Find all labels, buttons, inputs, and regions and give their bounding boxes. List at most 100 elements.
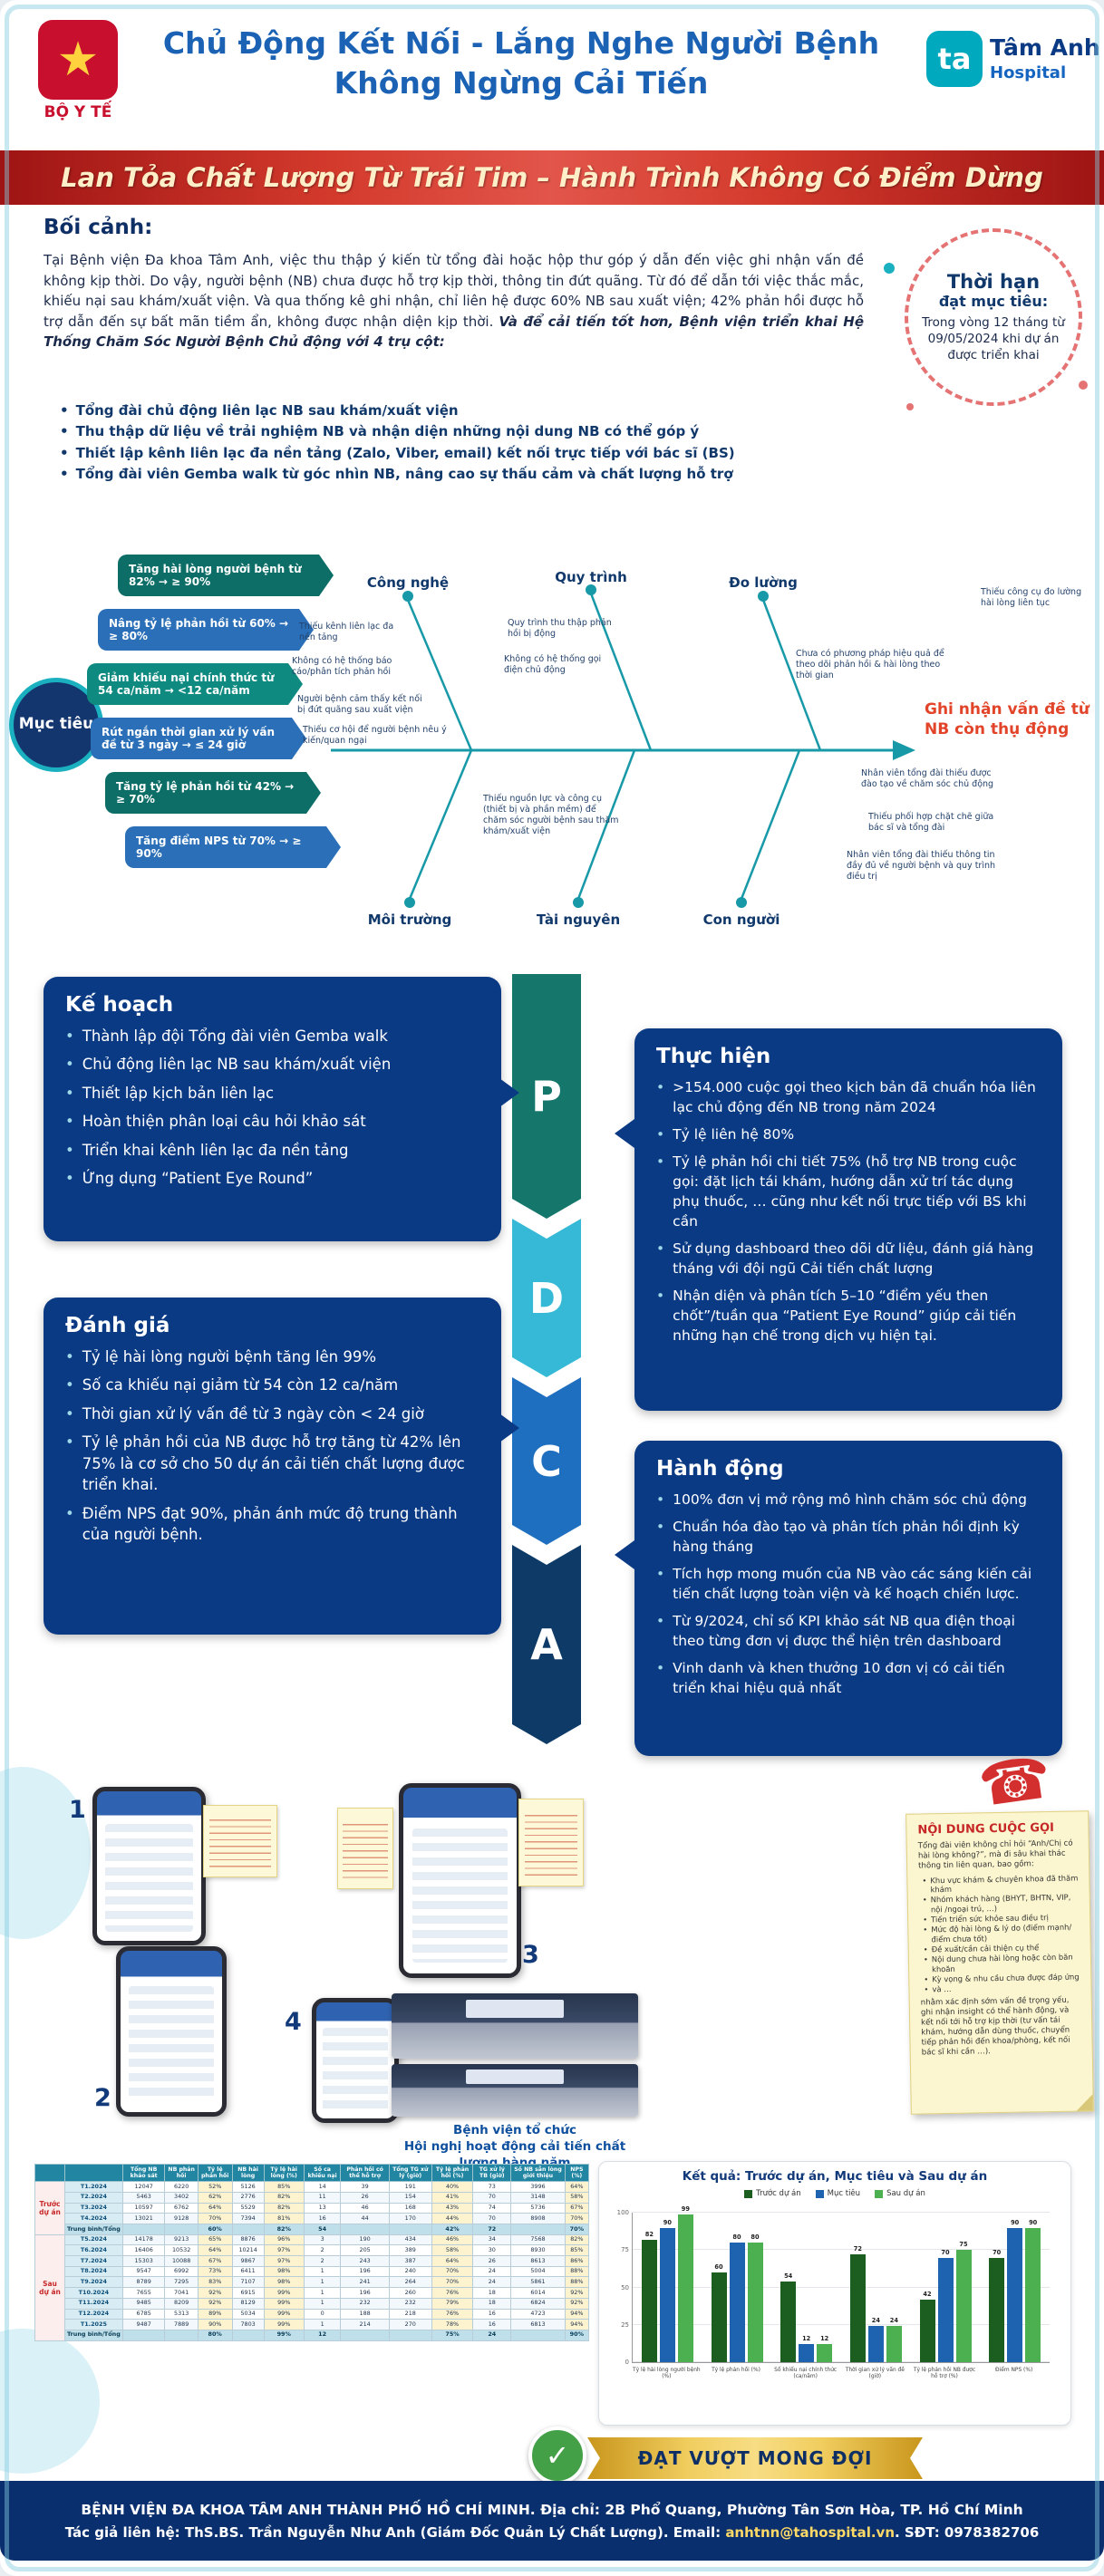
table-cell: 5313 [164,2308,199,2320]
fishbone-cause: Thiếu nguồn lực và công cụ (thiết bị và … [483,794,619,836]
bullet-icon: • [656,1153,665,1170]
table-month-cell: T2.2024 [64,2191,123,2204]
table-header-cell [64,2163,123,2183]
phone-screenshot-2 [116,1946,227,2117]
table-cell: 241 [340,2276,390,2289]
table-cell: 73 [472,2181,512,2193]
table-cell: 4723 [510,2308,566,2320]
table-cell: 9128 [164,2213,199,2224]
table-cell: 67% [564,2202,590,2214]
chart-bar-value: 72 [853,2245,862,2253]
table-cell: 94% [564,2319,590,2330]
list-item-text: Nhóm khách hàng (BHYT, BHTN, VIP, nội /n… [930,1892,1071,1915]
list-item-text: Triển khai kênh liên lạc đa nền tảng [82,1141,349,1159]
pdca-letter-a: A [512,1545,581,1744]
table-cell: 67% [197,2255,233,2267]
table-header-cell: TG xử lý TB (giờ) [472,2163,512,2183]
bullet-icon: • [923,1915,928,1925]
do-bullet: •Tỷ lệ liên hệ 80% [656,1124,1041,1144]
plan-bullet: •Ứng dụng “Patient Eye Round” [65,1168,479,1189]
table-cell: 6014 [510,2287,566,2299]
list-item-text: Thời gian xử lý vấn đề từ 3 ngày còn < 2… [82,1404,424,1423]
table-cell: 6992 [164,2265,199,2278]
table-cell: 99% [263,2308,305,2320]
table-cell: 243 [340,2255,390,2267]
table-header-cell: Số NB sẵn lòng giới thiệu [510,2163,566,2183]
table-cell: 15303 [121,2255,166,2267]
do-box: Thực hiện • >154.000 cuộc gọi theo kịch b… [634,1028,1062,1411]
fishbone-cause: Chưa có phương pháp hiệu quả để theo dõi… [796,649,944,680]
chart-y-tick: 50 [621,2283,629,2291]
table-cell: 16406 [121,2244,166,2257]
table-cell: 9487 [121,2319,166,2330]
table-cell: 3996 [510,2181,566,2193]
table-month-cell: T9.2024 [64,2276,123,2289]
slogan-banner: Lan Tỏa Chất Lượng Từ Trái Tim – Hành Tr… [0,150,1104,205]
conference-photo-2 [392,2064,638,2117]
table-cell: 96% [263,2233,305,2246]
table-month-cell: Trung bình/Tổng [64,2224,123,2235]
table-cell: 43% [431,2202,474,2214]
list-item-text: Mức độ hài lòng & lý do (điểm mạnh/điểm … [931,1922,1072,1944]
bullet-icon: • [65,1376,74,1394]
projection-screen [465,2069,565,2085]
chart-bar-value: 82 [644,2230,654,2238]
table-cell: 170 [388,2213,432,2224]
chart-bar-value: 80 [751,2233,760,2241]
table-cell: 168 [388,2202,432,2214]
table-cell: 7568 [510,2233,566,2246]
table-cell: 3148 [510,2191,566,2204]
footer-contact-suffix: . SĐT: 0978382706 [895,2523,1040,2541]
chart-bar [729,2243,745,2362]
chart-gridline [633,2286,1050,2288]
hospital-logo-name: Tâm Anh [990,34,1100,61]
list-item-text: Sử dụng dashboard theo dõi dữ liệu, đánh… [673,1240,1034,1277]
table-header-cell: Số ca khiếu nại [303,2163,342,2183]
chart-bar [747,2243,763,2362]
fishbone-cause: Thiếu kênh liên lạc đa nền tảng [299,622,394,642]
do-title: Thực hiện [656,1045,771,1068]
table-cell: 270 [388,2319,432,2330]
list-item-text: và … [932,1983,952,1993]
table-cell: 9547 [121,2265,166,2278]
footer-contact: Tác giả liên hệ: ThS.BS. Trần Nguyễn Như… [65,2524,1040,2541]
screenshot-number-1: 1 [69,1796,86,1824]
table-cell: 76% [431,2308,474,2320]
chart-bar [886,2326,902,2362]
bullet-icon: • [60,402,69,419]
context-paragraph-text: Tại Bệnh viện Đa khoa Tâm Anh, việc thu … [44,252,864,330]
table-header-cell: Tỷ lệ phản hồi [197,2163,233,2183]
chart-x-label: Tỷ lệ hài lòng người bệnh (%) [632,2368,701,2380]
table-header-cell: Tỷ lệ hài lòng (%) [263,2163,305,2183]
table-cell: 60% [197,2224,233,2235]
result-ribbon: ĐẠT VƯỢT MONG ĐỢI [587,2437,923,2479]
table-cell: 196 [340,2287,390,2299]
star-icon: ★ [56,33,100,87]
table-cell: 6762 [164,2202,199,2214]
call-note-bullet: •Mức độ hài lòng & lý do (điểm mạnh/điểm… [923,1923,1079,1945]
table-cell [231,2329,265,2341]
call-note-title: NỘI DUNG CUỘC GỌI [917,1820,1055,1838]
screenshot-content [412,1828,508,1963]
goal-banner: Tăng điểm NPS từ 70% → ≥ 90% [125,826,341,868]
table-cell: 5736 [510,2202,566,2214]
table-cell: 6824 [510,2297,566,2310]
table-cell: 70% [564,2213,590,2224]
table-cell: 240 [388,2265,432,2278]
list-item-text: >154.000 cuộc gọi theo kịch bản đã chuẩn… [673,1079,1036,1115]
bullet-icon: • [924,1974,929,1984]
table-cell: 85% [564,2244,590,2257]
legend-swatch [875,2189,884,2198]
call-note-bullet: •Nội dung chưa hài lòng hoặc còn băn kho… [924,1952,1080,1974]
context-paragraph: Tại Bệnh viện Đa khoa Tâm Anh, việc thu … [44,250,864,352]
table-cell [121,2224,166,2235]
table-cell: 191 [388,2181,432,2193]
table-cell: 70% [431,2276,474,2289]
check-bullet: •Tỷ lệ hài lòng người bệnh tăng lên 99% [65,1346,479,1367]
table-cell: 26 [340,2191,390,2204]
